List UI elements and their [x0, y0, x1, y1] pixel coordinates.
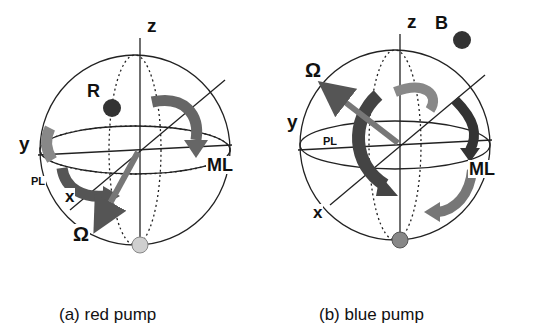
axis-label: y	[18, 134, 31, 153]
axis-label: x	[312, 204, 323, 221]
state-label: B	[434, 14, 449, 32]
panel-caption: (a) red pump	[58, 306, 157, 323]
state-label: R	[86, 82, 101, 100]
panel-caption: (b) blue pump	[318, 306, 425, 323]
polarization-label: ML	[468, 160, 496, 178]
rotation-label: Ω	[304, 60, 322, 80]
axis-label: x	[64, 188, 75, 205]
axis-label: z	[146, 16, 158, 35]
rotation-label: Ω	[72, 224, 90, 244]
axis-label: y	[286, 112, 299, 131]
polarization-label: ML	[206, 156, 234, 174]
axis-label: z	[406, 12, 418, 31]
polarization-label: PL	[322, 136, 338, 147]
polarization-label: PL	[30, 176, 46, 187]
